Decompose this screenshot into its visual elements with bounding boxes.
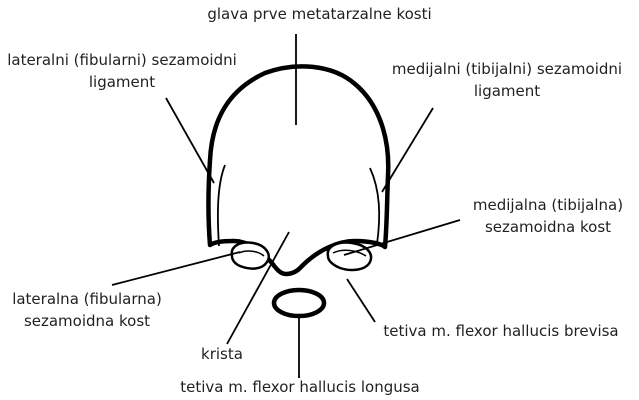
label-lateral-ligament-line-1: lateralni (fibularni) sezamoidni: [2, 49, 242, 71]
leader-medial-ligament: [382, 108, 433, 192]
label-medial-sesamoid: medijalna (tibijalna) sezamoidna kost: [458, 194, 638, 238]
label-flexor-brevis-text: tetiva m. flexor hallucis brevisa: [376, 320, 626, 342]
label-metatarsal-head: glava prve metatarzalne kosti: [0, 3, 639, 25]
label-lateral-ligament-line-2: ligament: [2, 71, 242, 93]
leader-lateral-ligament: [166, 98, 214, 183]
label-medial-sesamoid-line-1: medijalna (tibijalna): [458, 194, 638, 216]
label-lateral-sesamoid-line-2: sezamoidna kost: [2, 310, 172, 332]
label-medial-ligament: medijalni (tibijalni) sezamoidni ligamen…: [378, 58, 636, 102]
leader-lateral-sesamoid: [112, 252, 240, 285]
label-flexor-longus-tendon: tetiva m. flexor hallucis longusa: [150, 376, 450, 398]
label-crest: krista: [192, 343, 252, 365]
label-crest-text: krista: [192, 343, 252, 365]
flexor-longus-tendon-ring: [274, 290, 324, 316]
label-flexor-brevis-tendon: tetiva m. flexor hallucis brevisa: [376, 320, 626, 342]
metatarsal-head-outline: [209, 66, 389, 274]
label-lateral-sesamoid: lateralna (fibularna) sezamoidna kost: [2, 288, 172, 332]
label-medial-ligament-line-1: medijalni (tibijalni) sezamoidni: [378, 58, 636, 80]
label-flexor-longus-text: tetiva m. flexor hallucis longusa: [150, 376, 450, 398]
leader-flexor-brevis: [347, 279, 375, 322]
label-lateral-sesamoid-line-1: lateralna (fibularna): [2, 288, 172, 310]
label-lateral-ligament: lateralni (fibularni) sezamoidni ligamen…: [2, 49, 242, 93]
label-medial-ligament-line-2: ligament: [378, 80, 636, 102]
label-metatarsal-head-text: glava prve metatarzalne kosti: [0, 3, 639, 25]
medial-sesamoid-bone: [328, 243, 371, 270]
label-medial-sesamoid-line-2: sezamoidna kost: [458, 216, 638, 238]
